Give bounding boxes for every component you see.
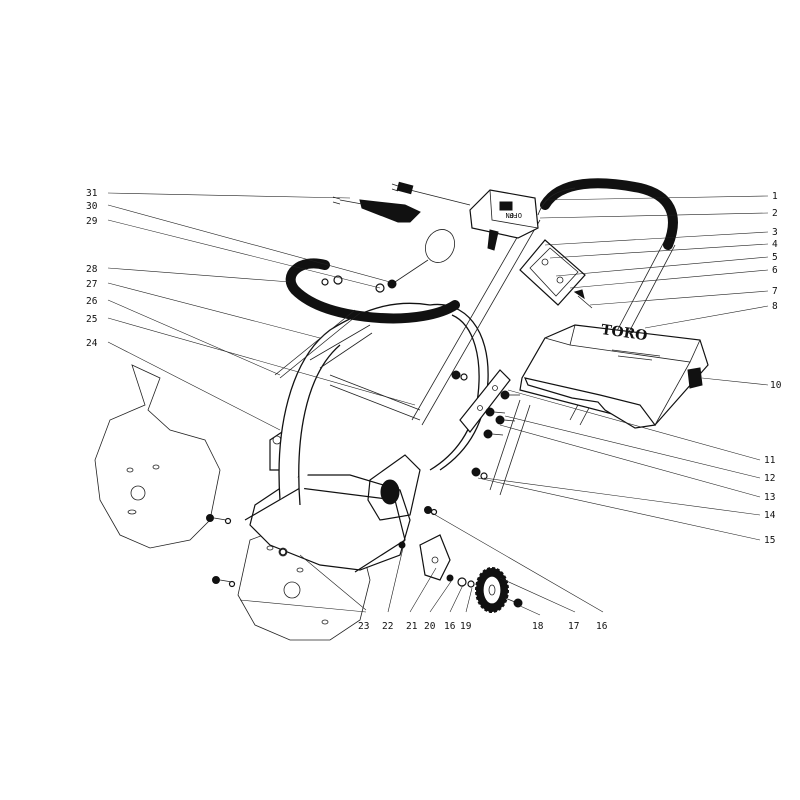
- callout-19: 19: [460, 621, 472, 632]
- callout-18: 18: [532, 621, 544, 632]
- callout-30: 30: [86, 201, 98, 212]
- callout-29: 29: [86, 216, 98, 227]
- callout-14: 14: [764, 510, 776, 521]
- callout-22: 22: [382, 621, 393, 632]
- leader-lines-bottom: [239, 512, 604, 616]
- callout-12: 12: [764, 473, 775, 484]
- callout-11: 11: [764, 455, 776, 466]
- callout-numbers: 1 2 3 4 5 6 7 8 10 11 12 13 14 15 16 17 …: [86, 188, 782, 632]
- switch-label-on: ON: [506, 211, 514, 219]
- mounting-plate: [459, 369, 531, 496]
- callout-16-right: 16: [596, 621, 608, 632]
- callout-28: 28: [86, 264, 98, 275]
- wheel-bracket: [419, 534, 451, 581]
- callout-6: 6: [772, 265, 778, 276]
- callout-4: 4: [772, 239, 778, 250]
- support-rods: [274, 309, 373, 379]
- callout-24: 24: [86, 338, 98, 349]
- power-cord-plug: [391, 181, 471, 206]
- callout-31: 31: [86, 188, 98, 199]
- bolt-set: [206, 370, 520, 588]
- callout-23: 23: [358, 621, 369, 632]
- chassis-frame: [244, 419, 421, 573]
- callout-13: 13: [764, 492, 775, 503]
- callout-10: 10: [770, 380, 782, 391]
- switch-label-off: OFF: [509, 211, 522, 219]
- hood-brand-text: TORO: [600, 322, 648, 344]
- callout-3: 3: [772, 227, 778, 238]
- lower-handle-frame: [278, 302, 489, 506]
- extension-cord-plug: [332, 196, 421, 223]
- callout-5: 5: [772, 252, 778, 263]
- switch-box: ON OFF: [469, 189, 539, 251]
- callout-27: 27: [86, 279, 97, 290]
- callout-25: 25: [86, 314, 97, 325]
- control-bracket: [519, 239, 593, 309]
- upper-handle-tube-left: [411, 214, 541, 426]
- callout-1: 1: [772, 191, 778, 202]
- wheel: [475, 567, 523, 613]
- callout-26: 26: [86, 296, 98, 307]
- leader-lines-right: [477, 195, 769, 541]
- callout-2: 2: [772, 208, 778, 219]
- callout-15: 15: [764, 535, 775, 546]
- callout-8: 8: [772, 301, 778, 312]
- side-plate-outline: [94, 364, 221, 549]
- callout-21: 21: [406, 621, 418, 632]
- upper-handle-grip: [537, 178, 678, 250]
- hood-cover: TORO: [519, 322, 709, 429]
- callout-20: 20: [424, 621, 436, 632]
- callout-17: 17: [568, 621, 579, 632]
- leader-lines-left: [107, 192, 416, 431]
- callout-16-left: 16: [444, 621, 456, 632]
- callout-7: 7: [772, 286, 778, 297]
